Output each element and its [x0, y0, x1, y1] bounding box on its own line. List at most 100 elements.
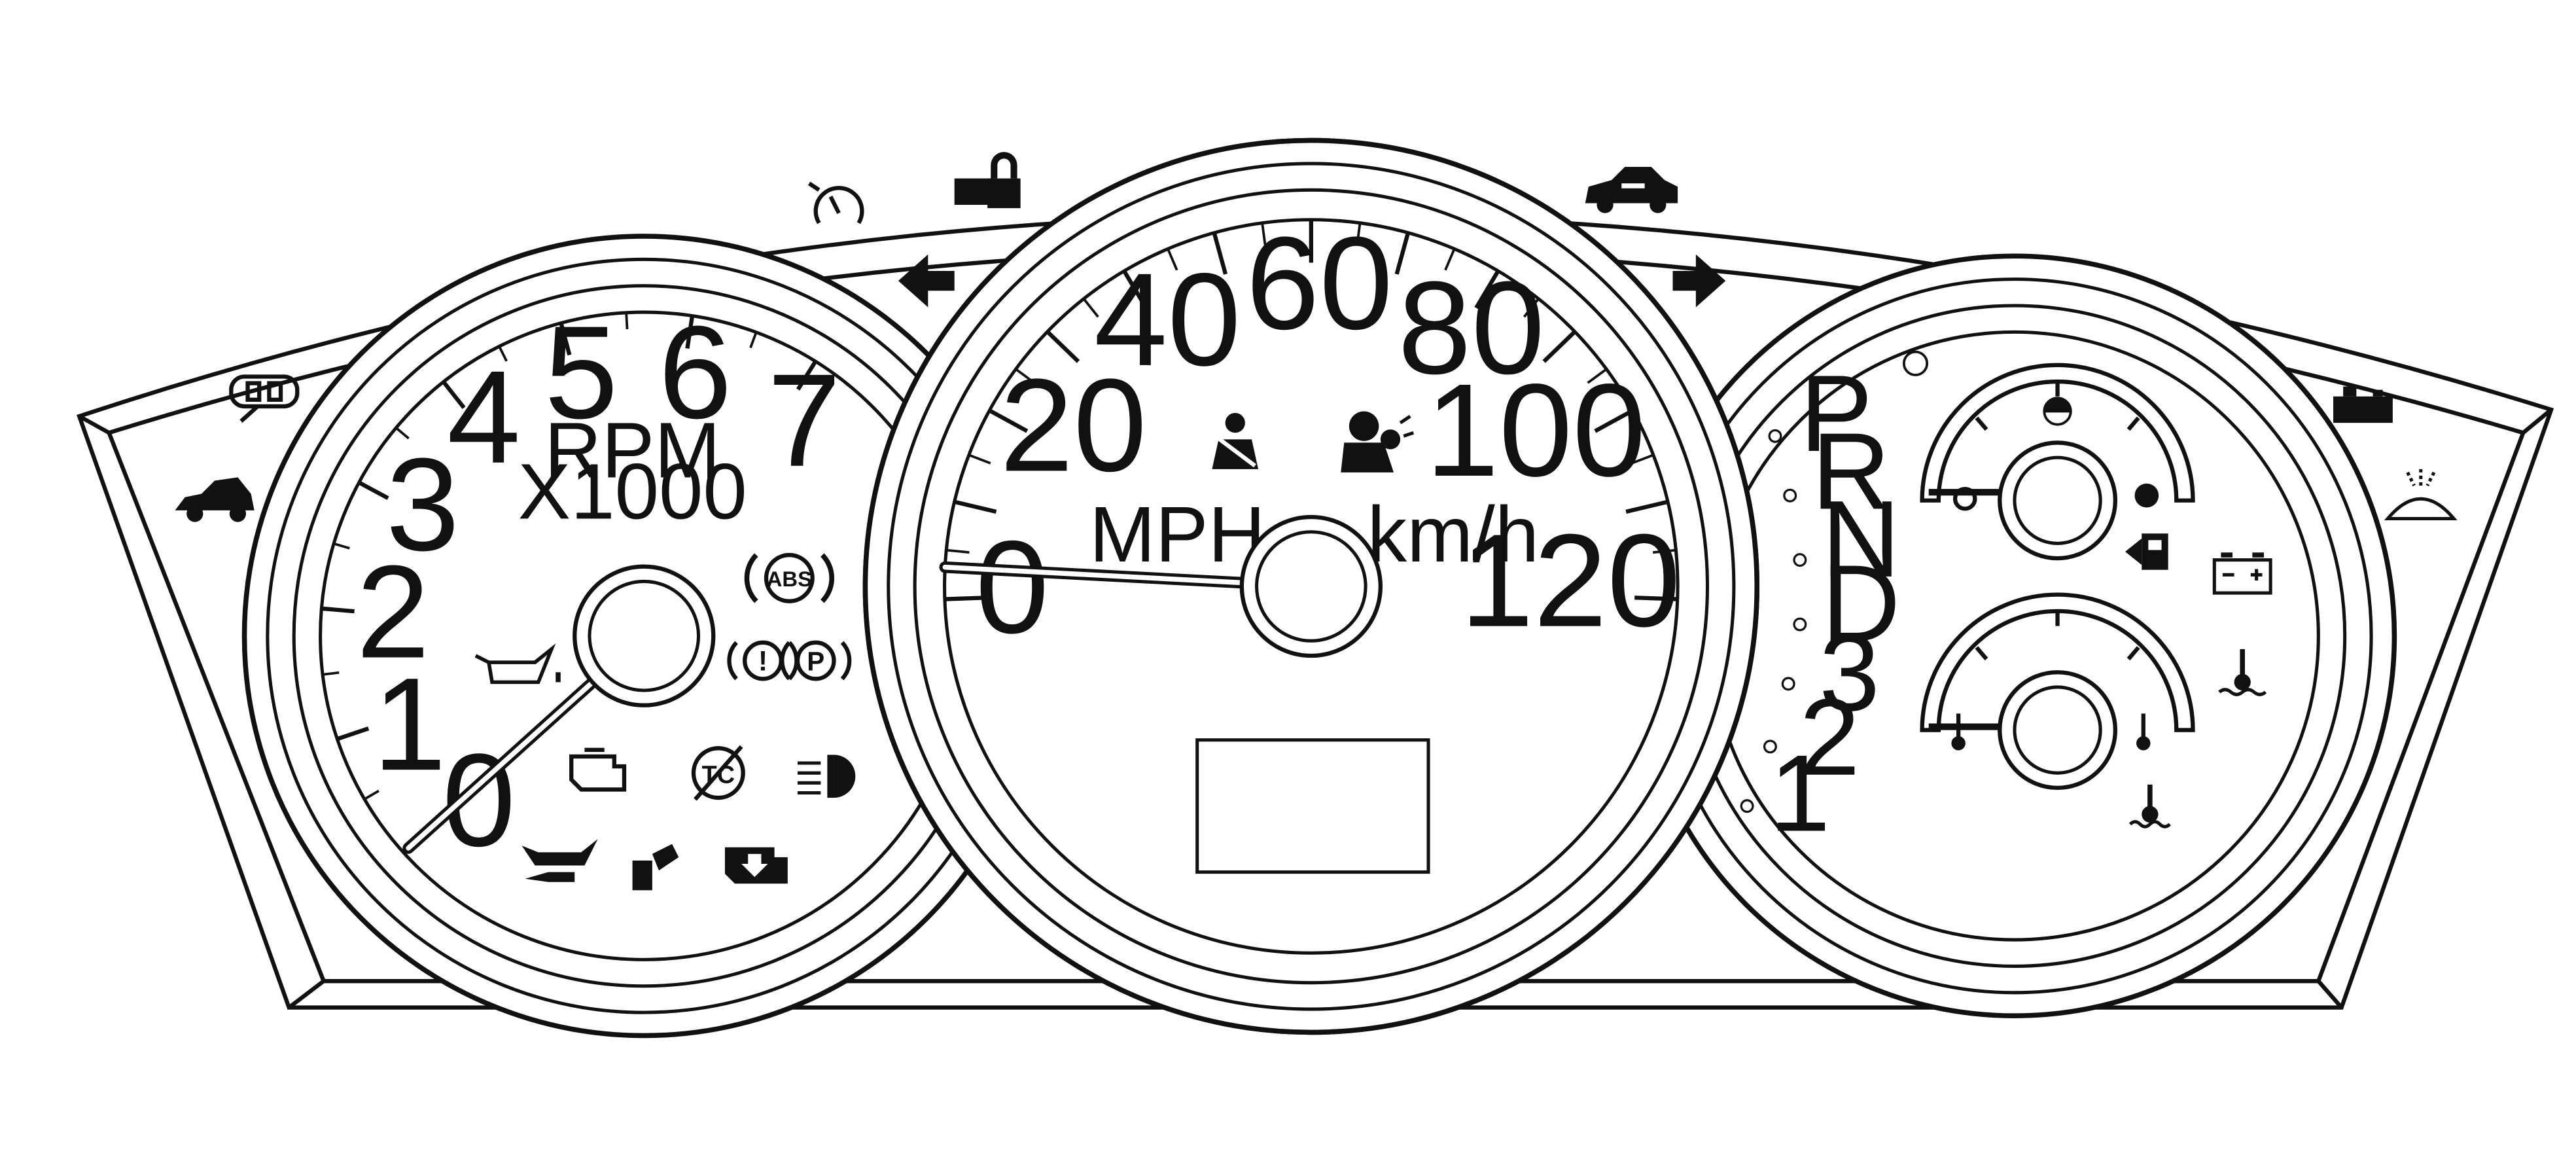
left-turn-signal-icon [898, 254, 955, 308]
speedo-tick-2 [953, 499, 997, 514]
speed-label-0: 0 [976, 513, 1049, 661]
gear-label-r: R [1812, 410, 1890, 532]
low-coolant-temperature-waves [2128, 820, 2171, 829]
tach-hub-inner [588, 579, 701, 692]
traction-control-ring [691, 746, 745, 800]
speedometer-ring-1 [887, 162, 1736, 1011]
speedo-tick-13 [1355, 223, 1362, 247]
temp-gauge-dial [1920, 592, 2195, 732]
gear-dot-d [1793, 617, 1807, 632]
door-ajar-icon [229, 374, 300, 423]
low-coolant-temperature-bulb [2142, 806, 2159, 823]
low-fuel-icon [2125, 533, 2168, 570]
tachometer: 0 1 2 3 4 5 6 7 RPM X1000 [321, 298, 841, 874]
abs-ring [764, 552, 815, 603]
speedo-tick-1 [946, 548, 970, 554]
coolant-level-tank [2333, 396, 2393, 423]
tach-tick-5 [333, 542, 350, 550]
low-coolant-temperature-icon [2128, 784, 2171, 829]
washer-fluid-spray [2406, 469, 2436, 487]
service-vehicle-wheel-rear [1650, 196, 1667, 213]
speedo-tick-22 [1625, 499, 1668, 514]
fuel-cap-icon [632, 844, 679, 891]
housing-bevel-right-bottom [2316, 980, 2344, 1009]
reduced-power-icon [724, 847, 788, 884]
gear-indicator-lamp [1902, 350, 1929, 376]
traction-control-off-icon: TC [691, 745, 745, 801]
tach-tick-10 [559, 322, 572, 356]
fuel-cap-nozzle [652, 844, 679, 871]
battery-body [2212, 558, 2272, 595]
oil-pressure-icon [474, 643, 561, 685]
fuel-gauge-dial [1920, 363, 2195, 503]
cruise-control-arc [813, 186, 864, 224]
abs-bracket-right [820, 553, 835, 603]
speedo-tick-5 [1015, 368, 1036, 384]
low-fuel-pump [2142, 533, 2168, 570]
speed-label-40: 40 [1094, 245, 1241, 393]
airbag-body [1341, 442, 1394, 472]
fuel-full-marker [2134, 483, 2159, 508]
high-beam-rays [797, 761, 821, 794]
speed-label-120: 120 [1460, 507, 1681, 654]
tach-label-5: 5 [544, 298, 618, 446]
oil-change-wrench [525, 872, 575, 882]
security-lock-body [987, 178, 1021, 209]
tach-tick-9 [498, 346, 508, 362]
fuel-gauge [1920, 363, 2195, 561]
tach-label-0: 0 [442, 726, 516, 874]
speedo-tick-15 [1444, 248, 1456, 271]
low-fuel-window [2148, 540, 2162, 550]
tach-tick-1 [364, 789, 379, 800]
tach-tick-2 [336, 726, 370, 741]
tach-label-6: 6 [658, 298, 732, 446]
reduced-power-arrow [741, 853, 768, 878]
oil-pressure-can [474, 643, 556, 685]
temp-tick-3 [2126, 646, 2140, 661]
speedometer: 0 20 40 60 80 100 120 MPH km/h [939, 209, 1681, 874]
parking-brake-ring [795, 640, 836, 681]
speedometer-ticks [944, 219, 1678, 601]
speedo-tick-19 [1587, 368, 1608, 384]
speedo-tick-8 [1122, 270, 1148, 310]
coolant-level-icon [2333, 386, 2393, 423]
parking-brake-icon: P [780, 640, 852, 681]
gear-indicator: P R N D 3 2 1 [1740, 353, 1900, 855]
gear-dot-n [1793, 553, 1807, 567]
parking-brake-bracket-right [840, 641, 852, 681]
speedo-tick-10 [1212, 232, 1228, 275]
right-turn-signal-icon [1672, 254, 1726, 308]
abs-bracket-left [744, 553, 758, 603]
speedo-hub-inner [1255, 530, 1367, 643]
speedo-tick-14 [1394, 232, 1411, 275]
abs-icon: ABS [744, 552, 835, 603]
high-beam-lamp-base [827, 755, 834, 798]
odometer-display [1195, 738, 1430, 874]
abs-icon-glyph: ABS [767, 567, 812, 591]
check-engine-icon [569, 747, 627, 792]
fuel-hub-inner [2013, 455, 2102, 545]
speedo-tick-11 [1261, 223, 1267, 247]
tach-tick-13 [749, 332, 758, 349]
tach-unit-rpm: RPM [544, 405, 720, 494]
hood-open-wheel-rear [229, 505, 247, 522]
tach-unit-multiplier: X1000 [518, 447, 747, 536]
speed-label-80: 80 [1398, 253, 1545, 401]
gear-dot-p [1768, 429, 1782, 443]
hood-open-icon [175, 477, 255, 522]
tach-needle-core [406, 677, 598, 851]
service-vehicle-wrench [1621, 183, 1645, 188]
seatbelt-icon [1212, 413, 1259, 469]
coolant-temperature-waves [2218, 688, 2267, 696]
fuel-cap-pump [632, 860, 652, 891]
speedo-tick-17 [1523, 298, 1540, 318]
coolant-temperature-icon [2218, 649, 2267, 696]
tach-tick-12 [685, 315, 695, 349]
coolant-level-spout [2373, 389, 2383, 397]
gear-label-2: 2 [1799, 677, 1860, 798]
oil-change-can [521, 839, 598, 866]
high-beam-lamp [834, 755, 856, 798]
fuel-tick-1 [1975, 416, 1988, 431]
